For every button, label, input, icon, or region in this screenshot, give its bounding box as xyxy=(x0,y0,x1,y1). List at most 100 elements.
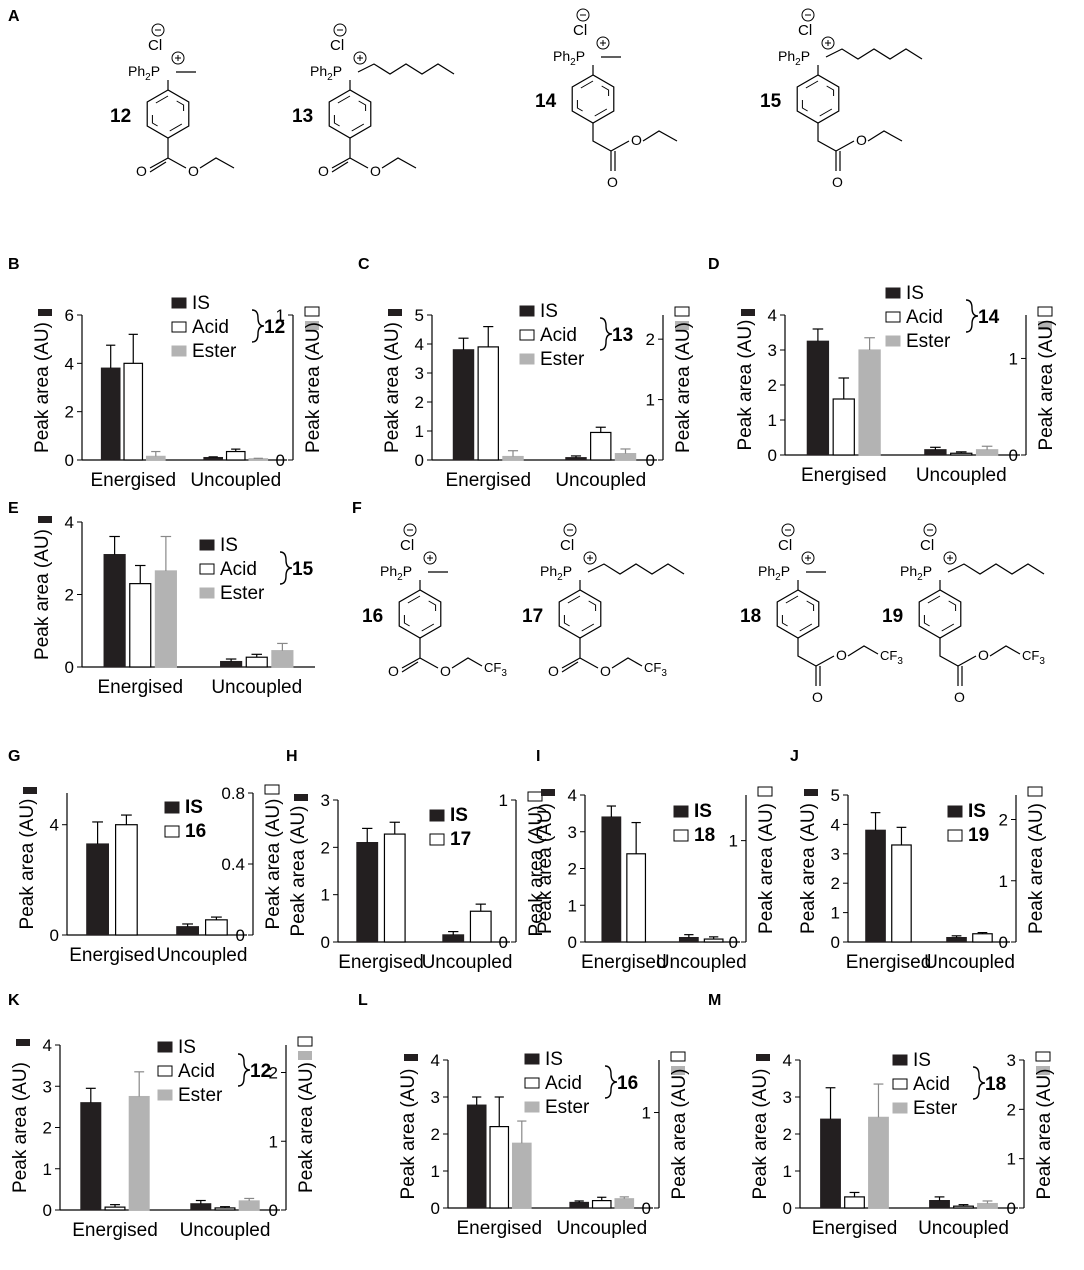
legend-swatch-acid xyxy=(519,329,535,341)
y-tick-label-right: 0 xyxy=(276,451,285,470)
ch2-bond xyxy=(939,638,959,667)
chloride-label: Cl xyxy=(330,37,344,54)
ph-text: Ph xyxy=(758,563,775,579)
y-tick-label: 0 xyxy=(568,933,577,952)
c-o-single xyxy=(167,157,187,169)
ester-o: O xyxy=(856,132,867,148)
compound-number: 13 xyxy=(292,106,313,127)
bar-ester-energised xyxy=(154,570,177,668)
ph-text: Ph xyxy=(778,48,795,64)
y-tick-label: 2 xyxy=(321,838,330,857)
x-tick-label: Energised xyxy=(72,1220,158,1241)
legend-swatch-is xyxy=(519,305,535,317)
ph-subscript: 2 xyxy=(327,72,333,83)
y-axis-label: Peak area (AU) xyxy=(798,803,819,934)
ph-subscript: 2 xyxy=(145,72,151,83)
panel-letter-K: K xyxy=(8,992,20,1009)
bar-acid-energised xyxy=(489,1125,510,1209)
axis-marker-ester xyxy=(675,321,689,330)
panel-letter-B: B xyxy=(8,256,20,273)
x-tick-label: Uncoupled xyxy=(422,952,513,973)
bar-ester-energised xyxy=(511,1142,532,1209)
ph-subscript: 2 xyxy=(775,572,781,583)
c-o-single xyxy=(349,157,369,169)
p-text: P xyxy=(151,63,160,79)
legend-swatch-16 xyxy=(164,825,180,838)
bar-16-uncoupled xyxy=(205,919,228,936)
y-tick-label: 4 xyxy=(768,306,777,325)
legend-label: Ester xyxy=(913,1098,958,1119)
legend-compound-label: 12 xyxy=(264,317,285,338)
bar-19-energised xyxy=(891,844,912,943)
carbonyl-o: O xyxy=(136,163,147,179)
legend-swatch-ester xyxy=(885,335,901,347)
ch2-bond xyxy=(592,123,612,152)
x-tick-label: Uncoupled xyxy=(190,470,281,491)
ph2p-label: Ph2P xyxy=(128,63,160,83)
legend-label: IS xyxy=(185,797,203,818)
y-tick-label: 0 xyxy=(831,933,840,952)
y-tick-label: 3 xyxy=(783,1088,792,1107)
legend-label: Acid xyxy=(192,317,229,338)
y-tick-label-right: 1 xyxy=(999,872,1008,891)
y-tick-label-right: 1 xyxy=(1007,1150,1016,1169)
ethyl-chain xyxy=(199,157,235,169)
ph-subscript: 2 xyxy=(917,572,923,583)
bar-ester-energised xyxy=(145,455,166,461)
y-tick-label: 1 xyxy=(568,896,577,915)
ester-o: O xyxy=(370,163,381,179)
plus-charge xyxy=(171,51,185,65)
axis-marker-is xyxy=(38,309,52,316)
legend-label: IS xyxy=(540,301,558,322)
y-tick-label: 0 xyxy=(415,451,424,470)
y-tick-label-right: 0 xyxy=(269,1201,278,1220)
y-tick-label-right: 1 xyxy=(499,791,508,810)
cf3-subscript: 3 xyxy=(501,668,507,679)
bar-acid-energised xyxy=(129,583,152,668)
axis-marker-ester xyxy=(298,1051,312,1060)
p-text: P xyxy=(576,48,585,64)
legend-label: IS xyxy=(545,1049,563,1070)
legend-swatch-19 xyxy=(947,829,963,842)
compound-number: 18 xyxy=(740,606,761,627)
chloride-label: Cl xyxy=(798,22,812,39)
bar-is-uncoupled xyxy=(203,456,224,461)
axis-marker-is xyxy=(541,789,555,796)
plus-charge xyxy=(423,551,437,565)
bar-is-uncoupled xyxy=(929,1200,950,1209)
bar-is-energised xyxy=(103,554,126,668)
legend-swatch-17 xyxy=(429,833,445,846)
legend-compound-label: 14 xyxy=(978,307,1000,328)
legend-swatch-is xyxy=(164,801,180,814)
legend-swatch-18 xyxy=(673,829,689,842)
y-tick-label: 4 xyxy=(783,1051,792,1070)
ph-text: Ph xyxy=(128,63,145,79)
legend-swatch-is xyxy=(171,297,187,309)
trifluoroethyl-chain xyxy=(989,645,1021,657)
minus-charge xyxy=(923,523,937,537)
legend-swatch-is xyxy=(885,287,901,299)
cf-text: CF xyxy=(880,648,897,663)
bar-is-energised xyxy=(86,843,110,936)
legend-label: Acid xyxy=(540,325,577,346)
y-tick-label: 2 xyxy=(415,393,424,412)
y-tick-label: 4 xyxy=(43,1036,52,1055)
legend-label: Ester xyxy=(220,583,265,604)
y-axis-label: Peak area (AU) xyxy=(750,1069,771,1200)
legend-label: 16 xyxy=(185,821,206,842)
y-tick-label: 3 xyxy=(43,1077,52,1096)
ester-o: O xyxy=(978,647,989,663)
bar-ester-uncoupled xyxy=(248,458,269,461)
legend-swatch-is xyxy=(199,539,215,551)
y-axis-label-right: Peak area (AU) xyxy=(303,322,324,453)
legend-swatch-is xyxy=(157,1041,173,1053)
y-tick-label: 5 xyxy=(831,786,840,805)
carbonyl-o: O xyxy=(607,174,618,190)
ph-subscript: 2 xyxy=(570,57,576,68)
axis-marker-acid xyxy=(527,791,543,802)
x-tick-label: Uncoupled xyxy=(924,952,1015,973)
